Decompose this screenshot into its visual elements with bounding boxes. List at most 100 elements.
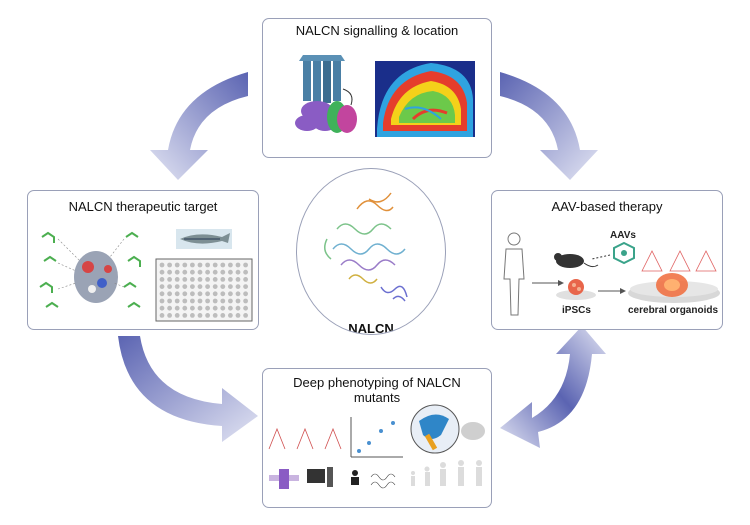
plate-well [197, 291, 203, 297]
plate-well [167, 284, 173, 289]
plate-well [205, 284, 211, 289]
plate-well [167, 291, 173, 297]
neuron-schematic-icon [410, 404, 485, 454]
plate-well [197, 284, 203, 289]
plate-well [167, 262, 173, 268]
plate-well [197, 305, 203, 311]
plate-well [205, 313, 211, 318]
plate-well [182, 277, 188, 282]
plate-well [243, 291, 249, 297]
dose-response-plot-icon [350, 417, 403, 458]
plate-well [243, 298, 249, 304]
plate-well [182, 313, 188, 318]
age-groups-icon [411, 460, 482, 486]
plate-well [197, 313, 203, 318]
plate-well [174, 262, 180, 268]
plate-well [212, 291, 218, 297]
plate-well [159, 284, 165, 289]
plate-well [212, 262, 218, 268]
arrow-bottom-right [500, 326, 606, 448]
plate-well [228, 305, 233, 311]
box-title-phenotyping-2: mutants [353, 390, 401, 405]
protein-ligand-docking-icon [39, 231, 141, 308]
channel-protein-icon [295, 55, 357, 133]
plate-well [182, 305, 188, 311]
plate-well [228, 291, 233, 297]
plate-well [174, 305, 180, 311]
plate-well [190, 298, 195, 304]
plate-well [243, 277, 249, 282]
box-phenotyping: Deep phenotyping of NALCN mutants [262, 368, 492, 508]
plate-well [159, 269, 165, 275]
plate-well [220, 277, 226, 282]
plate-well [220, 305, 226, 311]
plate-well [212, 298, 218, 304]
plate-well [197, 269, 203, 275]
plate-well [220, 262, 226, 268]
plate-well [235, 313, 241, 318]
plate-well [174, 269, 180, 275]
label-ipscs: iPSCs [562, 305, 591, 316]
plate-well [220, 284, 226, 289]
plate-well [190, 291, 195, 297]
plate-well [159, 291, 165, 297]
membrane-channel-icon [269, 469, 299, 489]
plate-well [174, 298, 180, 304]
plate-well [243, 269, 249, 275]
plate-well [212, 313, 218, 318]
electrophysiology-traces-icon [268, 427, 342, 450]
plate-well [212, 305, 218, 311]
plate-well [190, 262, 195, 268]
aav-virus-icon [613, 241, 635, 265]
plate-well [243, 284, 249, 289]
plate-well [182, 269, 188, 275]
plate-well [182, 291, 188, 297]
zebrafish-icon [176, 229, 232, 249]
behavior-test-icon [351, 470, 359, 485]
box-title-signalling: NALCN signalling & location [295, 23, 459, 38]
plate-well [205, 305, 211, 311]
label-organoids: cerebral organoids [628, 305, 719, 316]
multiwell-plate-icon [155, 258, 253, 322]
plate-well [220, 269, 226, 275]
box-title-aav: AAV-based therapy [551, 199, 663, 214]
plate-well [182, 298, 188, 304]
plate-well [212, 284, 218, 289]
center-circle: NALCN [296, 168, 446, 335]
plate-well [174, 291, 180, 297]
plate-well [167, 269, 173, 275]
plate-well [167, 298, 173, 304]
plate-well [212, 269, 218, 275]
ipsc-dish-icon [556, 279, 596, 300]
plate-well [205, 277, 211, 282]
plate-well [190, 305, 195, 311]
human-figure-icon [503, 232, 525, 316]
plate-well [228, 284, 233, 289]
box-therapeutic: NALCN therapeutic target [27, 190, 259, 330]
neuron-traces-icon [641, 250, 717, 272]
plate-well [228, 269, 233, 275]
plate-well [197, 277, 203, 282]
plate-well [182, 262, 188, 268]
plate-well [228, 277, 233, 282]
plate-well [174, 284, 180, 289]
plate-well [205, 291, 211, 297]
plate-well [159, 277, 165, 282]
organoid-dish-icon [628, 273, 720, 303]
plate-well [235, 277, 241, 282]
plate-well [220, 298, 226, 304]
plate-well [159, 262, 165, 268]
plate-well [228, 262, 233, 268]
plate-well [243, 305, 249, 311]
plate-well [228, 313, 233, 318]
plate-well [190, 269, 195, 275]
center-label: NALCN [348, 321, 394, 335]
plate-well [174, 277, 180, 282]
plate-well [243, 313, 249, 318]
plate-well [190, 313, 195, 318]
plate-well [159, 313, 165, 318]
plate-well [243, 262, 249, 268]
plate-well [159, 305, 165, 311]
plate-well [235, 284, 241, 289]
